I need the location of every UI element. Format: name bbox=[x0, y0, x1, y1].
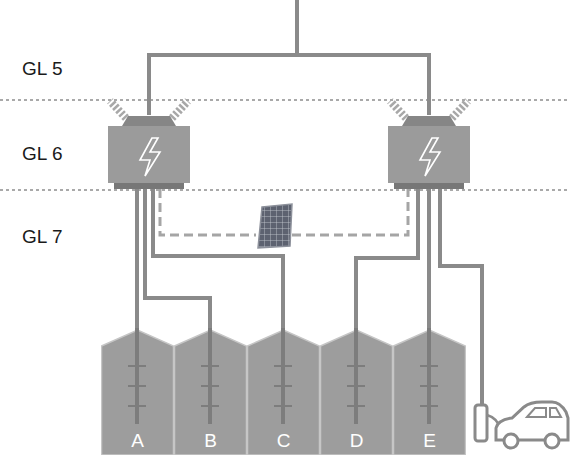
house-label: B bbox=[174, 430, 247, 452]
feeder-line bbox=[149, 0, 429, 115]
transformer bbox=[388, 101, 470, 189]
house: D bbox=[320, 328, 393, 455]
house-label: C bbox=[247, 430, 320, 452]
level-divider bbox=[0, 189, 570, 190]
grid-level-label: GL 7 bbox=[22, 226, 63, 248]
level-divider bbox=[0, 99, 570, 100]
house-label: D bbox=[320, 430, 393, 452]
house: C bbox=[247, 328, 320, 455]
solar-panel bbox=[258, 204, 292, 248]
house: B bbox=[174, 328, 247, 455]
house-label: A bbox=[101, 430, 174, 452]
grid-level-label: GL 5 bbox=[22, 58, 63, 80]
house: A bbox=[101, 328, 174, 455]
electric-car bbox=[496, 402, 568, 448]
grid-level-label: GL 6 bbox=[22, 143, 63, 165]
house: E bbox=[393, 328, 466, 455]
transformer bbox=[108, 101, 190, 189]
house-label: E bbox=[393, 430, 466, 452]
